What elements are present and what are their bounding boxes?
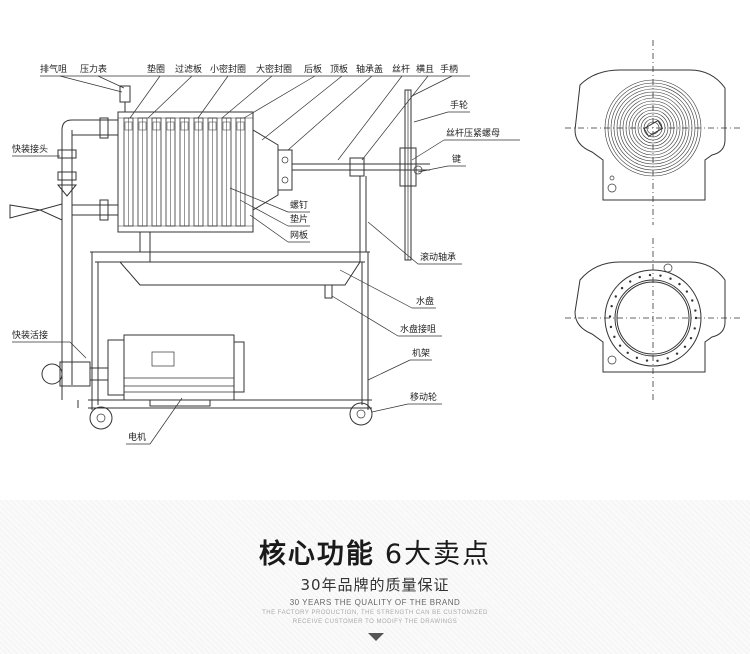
banner-english-small-1: THE FACTORY PRODUCTION, THE STRENGTH CAN… [262, 610, 488, 616]
filter-press-diagram: 排气咀 压力表 垫圈 过滤板 小密封圈 大密封圈 后板 顶板 轴承盖 丝杆 横且… [9, 40, 740, 445]
banner-english-small-2: RECEIVE CUSTOMER TO MODIFY THE DRAWINGS [292, 619, 458, 625]
banner-title-bold: 核心功能 [258, 539, 375, 570]
label-frame: 机架 [412, 347, 430, 359]
filter-plate-top-view [604, 79, 702, 177]
label-pressure-gauge: 压力表 [80, 63, 107, 75]
label-tray-nozzle: 水盘接咀 [400, 323, 436, 335]
label-small-seal: 小密封圈 [210, 63, 246, 75]
label-handwheel: 手轮 [450, 99, 468, 111]
label-mesh-plate: 网板 [290, 229, 308, 241]
label-water-tray: 水盘 [416, 295, 434, 307]
label-motor: 电机 [128, 431, 146, 443]
banner-english-small: THE FACTORY PRODUCTION, THE STRENGTH CAN… [0, 609, 750, 627]
label-large-seal: 大密封圈 [256, 63, 292, 75]
label-crossbeam: 横且 [416, 63, 434, 75]
label-caster: 移动轮 [410, 391, 437, 403]
label-filter-plate: 过滤板 [175, 63, 202, 75]
label-gasket: 垫圈 [147, 63, 165, 75]
label-screw-rod: 丝杆 [392, 63, 410, 75]
label-key: 键 [452, 153, 461, 165]
banner-subtitle: 30年品牌的质量保证 [300, 576, 450, 594]
label-handle: 手柄 [440, 63, 458, 75]
label-screw-nut: 丝杆压紧螺母 [446, 127, 500, 139]
triangle-down-icon [368, 633, 384, 641]
feature-banner: 核心功能 6大卖点 30年品牌的质量保证 30 YEARS THE QUALITY… [0, 500, 750, 654]
label-rear-plate: 后板 [304, 63, 322, 75]
label-washer: 垫片 [290, 213, 308, 225]
label-rolling-bearing: 滚动轴承 [420, 251, 456, 263]
banner-title: 核心功能 6大卖点 [0, 532, 750, 571]
filter-plates [123, 117, 246, 227]
banner-english: 30 YEARS THE QUALITY OF THE BRAND [289, 598, 461, 607]
label-quick-joint: 快装接头 [12, 143, 48, 155]
label-vent-valve: 排气咀 [40, 63, 67, 75]
label-bolt: 螺钉 [290, 200, 308, 211]
label-top-plate: 顶板 [330, 63, 348, 75]
banner-title-rest: 6大卖点 [384, 539, 492, 570]
label-quick-clamp: 快装活接 [12, 329, 48, 341]
label-bearing-cover: 轴承盖 [356, 63, 383, 75]
